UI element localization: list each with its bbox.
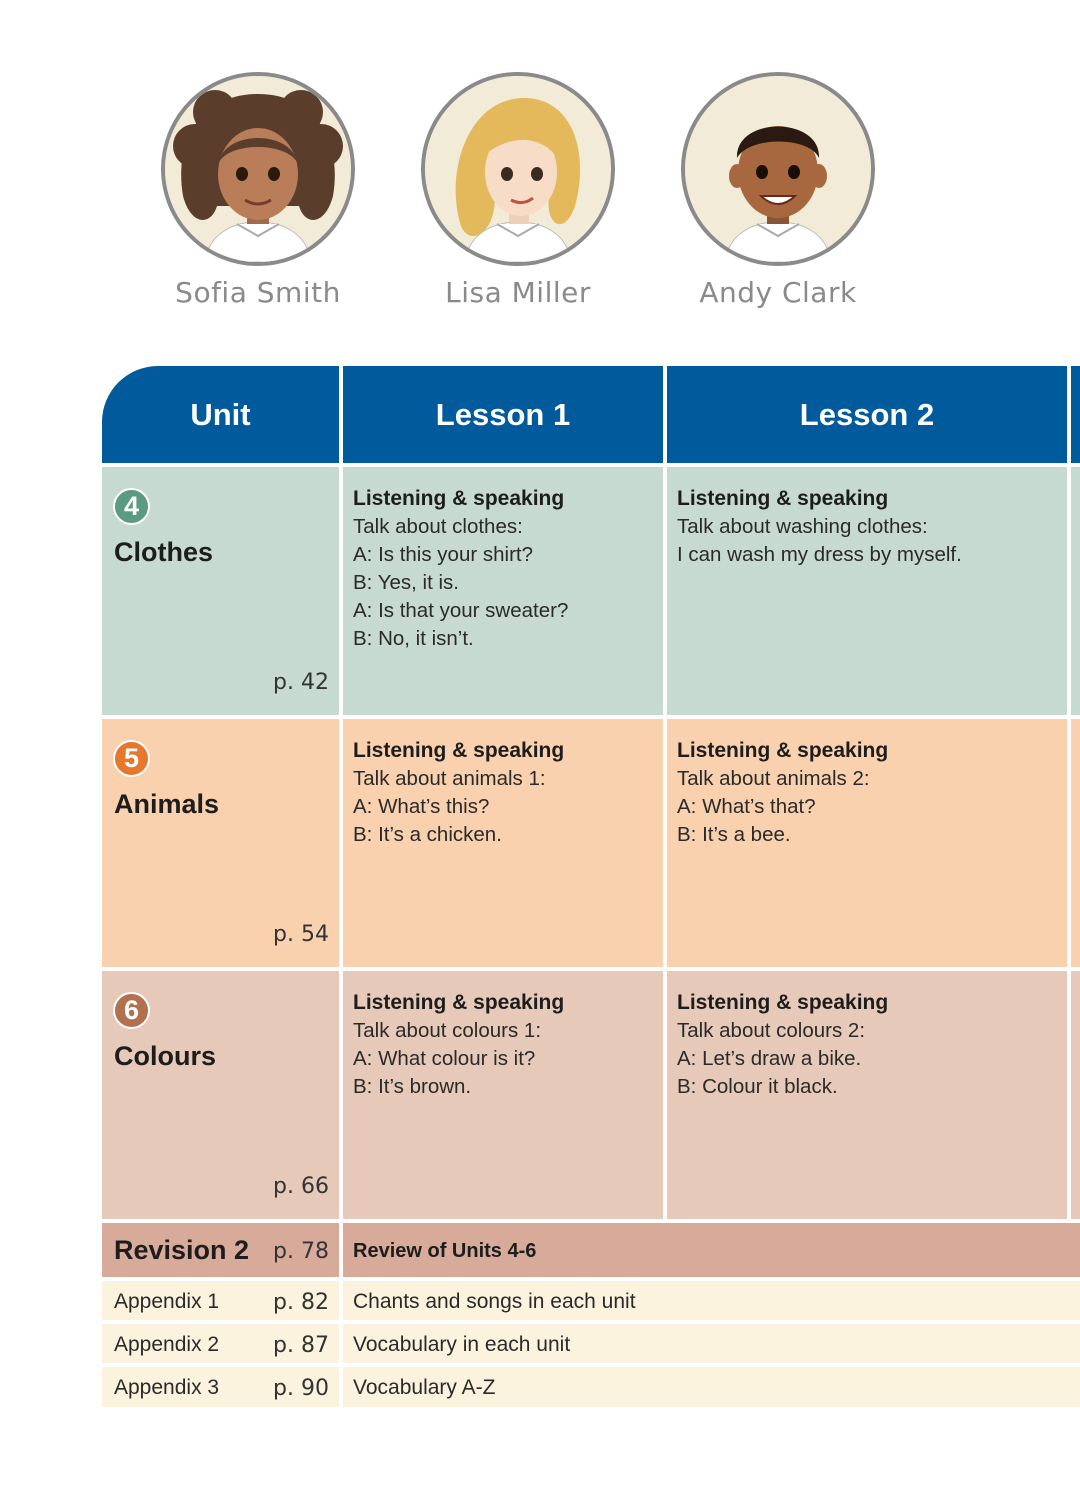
revision-cell: Revision 2 p. 78 <box>102 1223 339 1277</box>
character-lisa: Lisa Miller <box>421 72 615 309</box>
character-sofia: Sofia Smith <box>161 72 355 309</box>
unit-5-lesson-1: Listening & speaking Talk about animals … <box>343 719 663 967</box>
lesson-line: Talk about washing clothes: <box>677 515 928 538</box>
header-unit: Unit <box>102 366 339 463</box>
appendix-page: p. 87 <box>273 1333 329 1358</box>
header-lesson-1: Lesson 1 <box>343 366 663 463</box>
lesson-heading: Listening & speaking <box>677 487 889 510</box>
unit-5-next-column <box>1071 719 1080 967</box>
unit-title: Clothes <box>114 537 214 567</box>
revision-page: p. 78 <box>273 1239 329 1264</box>
lesson-line: A: Let’s draw a bike. <box>677 1047 862 1070</box>
unit-6-next-column <box>1071 971 1080 1219</box>
lesson-line: A: Is that your sweater? <box>353 599 569 622</box>
lesson-line: A: Is this your shirt? <box>353 543 534 566</box>
unit-6-lesson-2: Listening & speaking Talk about colours … <box>667 971 1067 1219</box>
appendix-text: Vocabulary A-Z <box>353 1376 496 1399</box>
unit-4-cell: 4 Clothes p. 42 <box>102 467 339 715</box>
character-name: Lisa Miller <box>445 276 591 309</box>
unit-page: p. 66 <box>273 1174 329 1199</box>
appendix-title: Appendix 2 <box>114 1333 220 1356</box>
unit-page: p. 42 <box>273 670 329 695</box>
girl-curly-hair-icon <box>165 76 351 262</box>
unit-number-badge: 4 <box>113 488 150 525</box>
boy-short-hair-icon <box>685 76 871 262</box>
character-name: Sofia Smith <box>175 276 341 309</box>
unit-title: Colours <box>114 1041 217 1071</box>
appendix-text: Chants and songs in each unit <box>353 1290 636 1313</box>
appendix-3-cell: Appendix 3 p. 90 <box>102 1367 339 1407</box>
lesson-heading: Listening & speaking <box>353 487 565 510</box>
avatar <box>421 72 615 266</box>
revision-text: Review of Units 4-6 <box>353 1240 537 1262</box>
unit-6-cell: 6 Colours p. 66 <box>102 971 339 1219</box>
appendix-text: Vocabulary in each unit <box>353 1333 571 1356</box>
lesson-line: A: What’s this? <box>353 795 490 818</box>
header-lesson-2: Lesson 2 <box>667 366 1067 463</box>
character-andy: Andy Clark <box>681 72 875 309</box>
lesson-heading: Listening & speaking <box>677 739 889 762</box>
lesson-line: B: It’s a bee. <box>677 823 791 846</box>
avatar <box>681 72 875 266</box>
appendix-2-description: Vocabulary in each unit <box>343 1324 1080 1363</box>
girl-blonde-hair-icon <box>425 76 611 262</box>
lesson-heading: Listening & speaking <box>677 991 889 1014</box>
avatar <box>161 72 355 266</box>
appendix-1-description: Chants and songs in each unit <box>343 1281 1080 1320</box>
appendix-page: p. 82 <box>273 1290 329 1315</box>
lesson-line: I can wash my dress by myself. <box>677 543 962 566</box>
header-next-column <box>1071 366 1080 463</box>
unit-page: p. 54 <box>273 922 329 947</box>
lesson-line: Talk about animals 2: <box>677 767 870 790</box>
lesson-line: B: Colour it black. <box>677 1075 838 1098</box>
character-name: Andy Clark <box>699 276 857 309</box>
appendix-title: Appendix 1 <box>114 1290 220 1313</box>
lesson-line: B: No, it isn’t. <box>353 627 474 650</box>
lesson-line: B: Yes, it is. <box>353 571 459 594</box>
appendix-3-description: Vocabulary A-Z <box>343 1367 1080 1407</box>
appendix-page: p. 90 <box>273 1376 329 1401</box>
unit-number-badge: 5 <box>113 740 150 777</box>
unit-6-lesson-1: Listening & speaking Talk about colours … <box>343 971 663 1219</box>
lesson-heading: Listening & speaking <box>353 739 565 762</box>
unit-5-lesson-2: Listening & speaking Talk about animals … <box>667 719 1067 967</box>
revision-title: Revision 2 <box>114 1235 250 1265</box>
lesson-line: A: What colour is it? <box>353 1047 536 1070</box>
lesson-line: A: What’s that? <box>677 795 816 818</box>
lesson-heading: Listening & speaking <box>353 991 565 1014</box>
unit-4-next-column <box>1071 467 1080 715</box>
appendix-2-cell: Appendix 2 p. 87 <box>102 1324 339 1363</box>
lesson-line: B: It’s a chicken. <box>353 823 502 846</box>
unit-5-cell: 5 Animals p. 54 <box>102 719 339 967</box>
unit-4-lesson-2: Listening & speaking Talk about washing … <box>667 467 1067 715</box>
unit-title: Animals <box>114 789 220 819</box>
lesson-line: B: It’s brown. <box>353 1075 472 1098</box>
lesson-line: Talk about colours 2: <box>677 1019 866 1042</box>
lesson-line: Talk about animals 1: <box>353 767 546 790</box>
revision-description: Review of Units 4-6 <box>343 1223 1080 1277</box>
lesson-line: Talk about colours 1: <box>353 1019 542 1042</box>
unit-number-badge: 6 <box>113 992 150 1029</box>
lesson-line: Talk about clothes: <box>353 515 523 538</box>
unit-4-lesson-1: Listening & speaking Talk about clothes:… <box>343 467 663 715</box>
appendix-title: Appendix 3 <box>114 1376 220 1399</box>
appendix-1-cell: Appendix 1 p. 82 <box>102 1281 339 1320</box>
